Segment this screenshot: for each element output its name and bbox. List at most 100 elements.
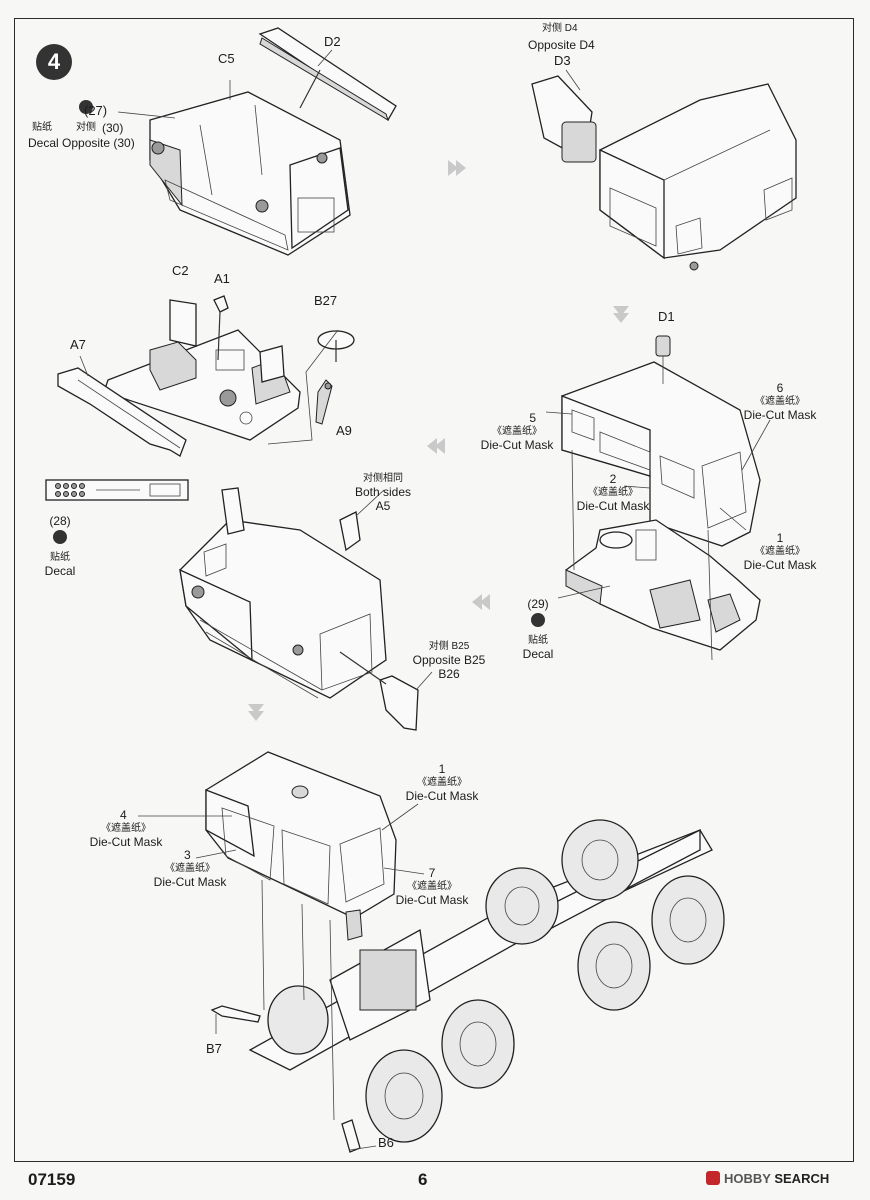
- leader-mask-5: [545, 411, 573, 415]
- part-b25-cn: 对侧 B25: [428, 641, 470, 652]
- decal-27-cn-opposite: 对侧: [76, 122, 96, 133]
- decal-27-callout: [26, 100, 146, 119]
- mask-3-number: 3: [184, 848, 191, 862]
- mask-2-en: Die-Cut Mask: [576, 499, 650, 513]
- mask-1-upper-cn: 《遮盖纸》: [755, 546, 805, 557]
- step-part-b7: [210, 1005, 261, 1034]
- mask-1-upper-en: Die-Cut Mask: [743, 558, 817, 572]
- decal-27-cn-label: 贴纸: [32, 122, 52, 133]
- mask-7-number: 7: [428, 866, 436, 880]
- part-d2-label: D2: [324, 34, 341, 49]
- decal-28-callout: (28) 贴纸 Decal: [40, 514, 80, 578]
- logo-hobby: HOBBY: [724, 1171, 771, 1186]
- decal-29-en: Decal: [522, 647, 554, 661]
- leader-29: [557, 585, 611, 599]
- part-b25-en: Opposite B25: [412, 653, 486, 667]
- part-d4-en: Opposite D4: [528, 38, 595, 52]
- part-b7-label: B7: [206, 1041, 222, 1056]
- mask-5-callout: 5 《遮盖纸》 Die-Cut Mask: [476, 411, 558, 452]
- mask-7-callout: 7 《遮盖纸》 Die-Cut Mask: [390, 866, 474, 907]
- mask-4-cn: 《遮盖纸》: [101, 823, 151, 834]
- watermark-logo: HOBBY SEARCH: [706, 1171, 829, 1186]
- logo-search: SEARCH: [774, 1171, 830, 1186]
- mask-6-number: 6: [776, 381, 784, 395]
- decal-29-number: (29): [527, 597, 549, 611]
- part-c2-label: C2: [172, 263, 189, 278]
- mask-5-en: Die-Cut Mask: [480, 438, 554, 452]
- mask-7-en: Die-Cut Mask: [395, 893, 469, 907]
- mask-1-lower-cn: 《遮盖纸》: [417, 777, 467, 788]
- mask-6-callout: 6 《遮盖纸》 Die-Cut Mask: [736, 381, 824, 422]
- mask-2-upper-callout: 2 《遮盖纸》 Die-Cut Mask: [572, 472, 654, 513]
- part-d1-label: D1: [658, 309, 675, 324]
- flow-arrow-left-upper: [427, 438, 445, 454]
- leader-mask-2: [623, 485, 651, 489]
- logo-icon: [706, 1171, 720, 1185]
- decal-27-number: (27): [84, 103, 108, 118]
- part-c5-label: C5: [218, 51, 235, 66]
- mask-1-lower-callout: 1 《遮盖纸》 Die-Cut Mask: [398, 762, 486, 803]
- leader-a5: [355, 489, 385, 517]
- leader-d3: [565, 69, 581, 91]
- part-a5-callout: 对侧相同 Both sides A5: [350, 472, 416, 513]
- mask-1-upper-callout: 1 《遮盖纸》 Die-Cut Mask: [736, 531, 824, 572]
- steering-wheel-b27: [315, 330, 355, 425]
- part-b6-label: B6: [378, 1135, 394, 1150]
- side-panel-b26: [339, 651, 419, 731]
- flow-arrow-down-left: [248, 704, 264, 721]
- mask-6-cn: 《遮盖纸》: [755, 396, 805, 407]
- mask-5-number: 5: [529, 411, 536, 425]
- mask-1-lower-en: Die-Cut Mask: [405, 789, 479, 803]
- door-panel-d3: [531, 75, 597, 163]
- mask-7-cn: 《遮盖纸》: [407, 881, 457, 892]
- decal-28-cn: 贴纸: [50, 552, 70, 563]
- decal-27-en: Decal Opposite (30): [28, 136, 135, 150]
- leader-a7: [79, 355, 89, 377]
- roof-panel-d2: [258, 27, 397, 122]
- leader-mask-6: [741, 419, 771, 471]
- decal-29-icon: [531, 613, 545, 627]
- cab-body-closed: [599, 83, 797, 271]
- part-b27-label: B27: [314, 293, 338, 308]
- mask-4-number: 4: [120, 808, 127, 822]
- flow-arrow-down: [613, 306, 629, 323]
- cab-floor-mid: [565, 519, 761, 651]
- truck-cab: [205, 751, 397, 941]
- flow-arrow-left-lower: [472, 594, 490, 610]
- mask-3-cn: 《遮盖纸》: [165, 863, 215, 874]
- lever-a1: [213, 295, 229, 361]
- part-a7-label: A7: [70, 337, 86, 352]
- part-b26-label: B26: [438, 667, 460, 681]
- mask-2-number: 2: [609, 472, 617, 486]
- part-a9-label: A9: [336, 423, 352, 438]
- leader-mask-1-upper: [719, 507, 747, 531]
- mask-6-en: Die-Cut Mask: [743, 408, 817, 422]
- mask-3-en: Die-Cut Mask: [153, 875, 227, 889]
- guide-line-5: [329, 919, 335, 1121]
- mask-2-cn: 《遮盖纸》: [588, 487, 638, 498]
- page-frame: [14, 18, 854, 1162]
- guide-line-2: [707, 529, 713, 661]
- part-b25-callout: 对侧 B25 Opposite B25 B26: [408, 640, 490, 681]
- mask-4-en: Die-Cut Mask: [89, 835, 163, 849]
- decal-29-callout: (29) 贴纸 Decal: [518, 597, 558, 661]
- part-a5-cn: 对侧相同: [363, 473, 403, 484]
- truck-wheels: [267, 819, 725, 1143]
- decal-28-icon: [53, 530, 67, 544]
- flow-arrow-right: [448, 160, 466, 176]
- mask-4-callout: 4 《遮盖纸》 Die-Cut Mask: [84, 808, 168, 849]
- part-d3-label: D3: [554, 53, 571, 68]
- leader-mask-1-lower: [381, 803, 419, 831]
- leader-mask-7: [383, 867, 425, 875]
- decal-28-en: Decal: [44, 564, 76, 578]
- part-a5-label: A5: [375, 499, 391, 513]
- mask-1-upper-number: 1: [776, 531, 784, 545]
- page-number: 6: [418, 1170, 428, 1189]
- step-number-badge: 4: [36, 44, 72, 80]
- product-code: 07159: [28, 1170, 76, 1189]
- leader-27: [117, 111, 176, 119]
- leader-mask-3: [195, 849, 237, 859]
- step-part-b6: [341, 1119, 377, 1153]
- leader-d2: [317, 49, 333, 67]
